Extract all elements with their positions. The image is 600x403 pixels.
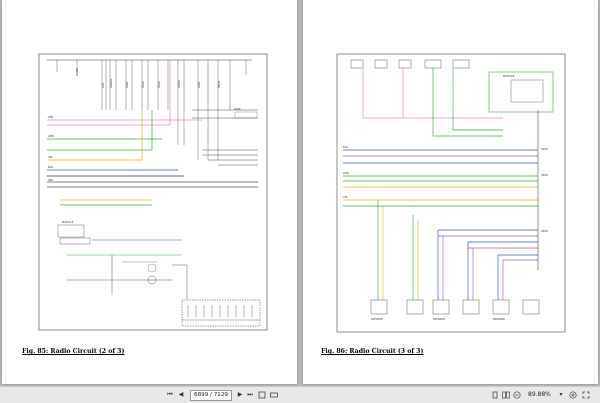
page-number-field[interactable]: 6899 / 7129 [190, 390, 232, 401]
wiring-diagram-right: MODULE BLU GRN YEL SPKR SPKR SPKR SPEAKE… [336, 53, 566, 333]
viewer-toolbar: ⏮ ◀ 6899 / 7129 ▶ ⏭ 89.88% ▾ [0, 386, 600, 403]
svg-text:SIGNAL: SIGNAL [109, 78, 113, 88]
svg-text:SPKR: SPKR [541, 229, 548, 233]
svg-text:AUDIO: AUDIO [177, 80, 181, 88]
svg-text:HIGH: HIGH [217, 81, 221, 88]
svg-text:BLU: BLU [48, 165, 53, 169]
svg-text:YEL: YEL [48, 155, 53, 159]
last-page-button[interactable]: ⏭ [247, 391, 253, 398]
svg-text:SPKR: SPKR [541, 147, 548, 151]
zoom-level[interactable]: 89.88% [528, 391, 551, 398]
svg-text:SPEAKER: SPEAKER [493, 317, 505, 321]
single-page-view-icon[interactable] [491, 391, 499, 399]
document-page-left: RADIO AUX SIGNAL GND SPKR SPKR AUDIO LOW… [2, 0, 297, 384]
svg-text:SPKR: SPKR [141, 81, 145, 88]
svg-text:SPKR: SPKR [541, 173, 548, 177]
svg-text:GRN: GRN [343, 171, 349, 175]
svg-text:GRY: GRY [48, 178, 54, 182]
two-page-view-icon[interactable] [502, 391, 510, 399]
svg-text:YEL: YEL [343, 195, 348, 199]
svg-text:DATA: DATA [234, 107, 241, 111]
zoom-dropdown-chevron-icon[interactable]: ▾ [559, 391, 563, 398]
svg-text:MODULE: MODULE [62, 220, 74, 224]
svg-text:GND: GND [125, 82, 129, 88]
svg-text:SPKR: SPKR [157, 81, 161, 88]
svg-text:RADIO: RADIO [75, 68, 79, 76]
svg-text:MODULE: MODULE [503, 74, 515, 78]
zoom-in-icon[interactable] [569, 391, 577, 399]
wiring-diagram-left: RADIO AUX SIGNAL GND SPKR SPKR AUDIO LOW… [38, 53, 268, 331]
previous-page-button[interactable]: ◀ [178, 391, 184, 398]
svg-text:LOW: LOW [197, 82, 201, 88]
fullscreen-icon[interactable] [582, 391, 590, 399]
document-viewport[interactable]: RADIO AUX SIGNAL GND SPKR SPKR AUDIO LOW… [0, 0, 600, 386]
svg-text:PNK: PNK [48, 115, 54, 119]
zoom-out-icon[interactable] [513, 391, 521, 399]
fit-width-icon[interactable] [270, 391, 278, 399]
next-page-button[interactable]: ▶ [237, 391, 243, 398]
svg-text:SPEAKER: SPEAKER [371, 317, 383, 321]
figure-caption: Fig. 86: Radio Circuit (3 of 3) [321, 348, 424, 355]
figure-caption: Fig. 85: Radio Circuit (2 of 3) [22, 348, 125, 355]
document-page-right: MODULE BLU GRN YEL SPKR SPKR SPKR SPEAKE… [303, 0, 598, 384]
svg-text:SPEAKER: SPEAKER [433, 317, 445, 321]
first-page-button[interactable]: ⏮ [167, 391, 173, 398]
fit-page-icon[interactable] [258, 391, 266, 399]
svg-text:GRN: GRN [48, 134, 54, 138]
svg-text:AUX: AUX [101, 82, 105, 88]
svg-text:BLU: BLU [343, 145, 348, 149]
